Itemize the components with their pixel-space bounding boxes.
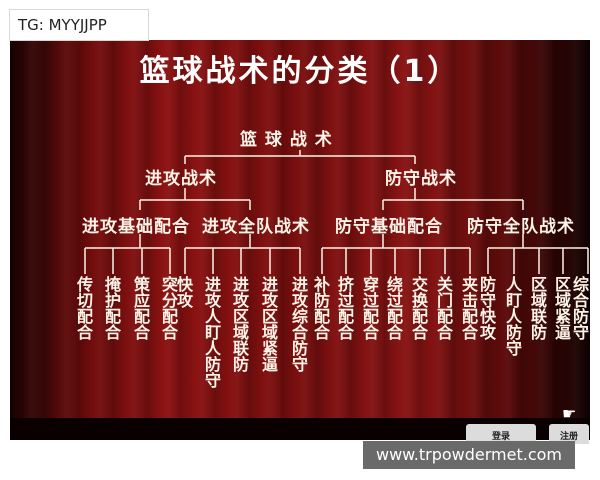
leaf-help-defense: 补防配合 [311,276,330,340]
leaf-zone-press: 区域紧逼 [552,276,571,340]
leaf-vs-combo-defense: 进攻综合防守 [289,276,308,372]
leaf-zone-defense: 区域联防 [528,276,547,340]
leaf-fight-over: 挤过配合 [335,276,354,340]
watermark-top: TG: MYYJJPP [10,10,148,40]
register-button[interactable]: 注册 [549,424,589,444]
leaf-go-around: 绕过配合 [384,276,403,340]
leaf-man-to-man: 人盯人防守 [503,276,522,356]
leaf-slide-through: 穿过配合 [360,276,379,340]
root-node: 篮 球 战 术 [240,130,333,150]
leaf-double-team: 夹击配合 [459,276,478,340]
node-offense: 进攻战术 [145,169,217,189]
leaf-drive-kick: 突分配合 [159,276,178,340]
leaf-vs-zone-press: 进攻区域紧逼 [259,276,278,372]
node-defense-team: 防守全队战术 [467,217,575,237]
pointing-hand-icon: ☛ [562,404,577,423]
tree-connectors [84,150,589,274]
slide: 篮球战术的分类（1） 篮 球 战 术 进攻战术 防守战术 进攻基础配合 进攻全队… [10,40,590,440]
leaf-screen: 掩护配合 [102,276,121,340]
node-offense-basic: 进攻基础配合 [82,217,190,237]
leaf-pass-cut: 传切配合 [74,276,93,340]
node-defense: 防守战术 [385,169,457,189]
leaf-combo-defense: 综合防守 [570,276,589,340]
login-button[interactable]: 登录 [466,424,536,444]
watermark-bottom: www.trpowdermet.com [363,441,575,469]
leaf-close-gate: 关门配合 [434,276,453,340]
node-offense-team: 进攻全队战术 [202,217,310,237]
node-defense-basic: 防守基础配合 [335,217,443,237]
leaf-vs-man-defense: 进攻人盯人防守 [202,276,221,388]
stage-floor [10,418,590,440]
leaf-switch: 交换配合 [409,276,428,340]
leaf-vs-zone-defense: 进攻区域联防 [230,276,249,372]
leaf-post-feed: 策应配合 [131,276,150,340]
leaf-defend-fast-break: 防守快攻 [477,276,496,340]
leaf-fast-break: 快攻 [174,276,193,308]
slide-title: 篮球战术的分类（1） [139,54,461,89]
